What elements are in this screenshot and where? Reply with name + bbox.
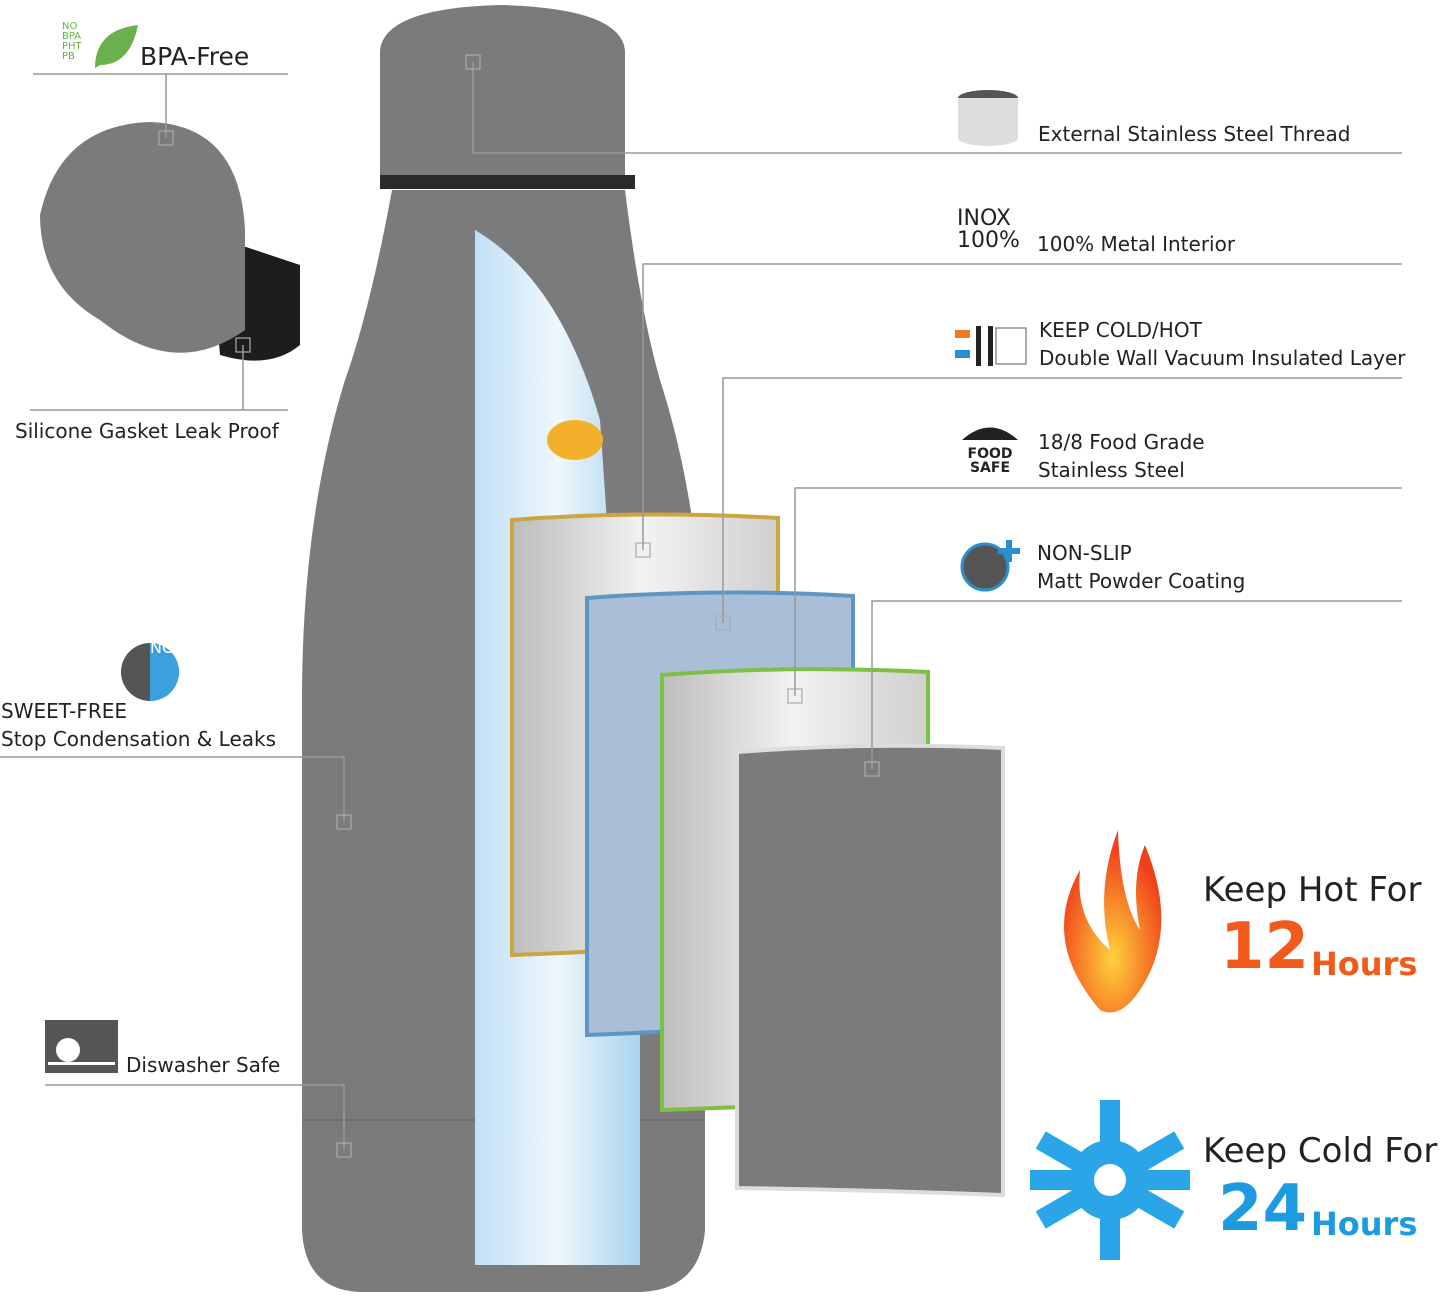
bottle-cap: [380, 5, 625, 175]
keep-cold-unit: Hours: [1311, 1205, 1418, 1243]
feature-sweat-free-title: SWEET-FREE: [1, 699, 128, 723]
feature-metal-interior: 100% Metal Interior: [1037, 232, 1236, 256]
feature-non-slip-desc: Matt Powder Coating: [1037, 569, 1246, 593]
feature-food-grade-desc: Stainless Steel: [1038, 458, 1185, 482]
inox-logo-text: INOX 100%: [957, 206, 1020, 253]
feature-bpa-free: BPA-Free: [140, 42, 250, 71]
feature-sweat-free-desc: Stop Condensation & Leaks: [1, 727, 277, 751]
feature-silicone-gasket: Silicone Gasket Leak Proof: [15, 419, 279, 443]
feature-insulation-desc: Double Wall Vacuum Insulated Layer: [1039, 346, 1406, 370]
no-sweat-drop-icon: [121, 643, 179, 701]
flame-icon: [1064, 830, 1162, 1013]
marker-icons: [158, 54, 880, 1158]
leader-lines: [0, 62, 1402, 1150]
feature-non-slip-title: NON-SLIP: [1037, 541, 1132, 565]
food-safe-logo-text: FOOD SAFE: [967, 446, 1013, 476]
layer-coating: [735, 743, 1005, 1198]
feature-insulation-title: KEEP COLD/HOT: [1039, 318, 1202, 342]
snowflake-icon: [1030, 1100, 1190, 1260]
gasket-lid: [40, 122, 300, 361]
keep-hot-label: Keep Hot For: [1203, 870, 1422, 910]
keep-hot-unit: Hours: [1311, 945, 1418, 983]
feature-food-grade-title: 18/8 Food Grade: [1038, 430, 1205, 454]
feature-thread: External Stainless Steel Thread: [1038, 122, 1351, 146]
non-slip-icon: [960, 540, 1020, 592]
insulation-icon: [955, 326, 1027, 366]
dishwasher-icon: [45, 1020, 118, 1073]
keep-cold-value: 24: [1218, 1172, 1308, 1246]
leaf-icon: [95, 25, 138, 68]
keep-hot-value: 12: [1220, 910, 1310, 984]
no-sweat-logo-text: NO: [150, 638, 175, 657]
thread-icon: [958, 90, 1018, 146]
keep-cold-label: Keep Cold For: [1203, 1131, 1438, 1171]
feature-dishwasher: Diswasher Safe: [126, 1053, 281, 1077]
bpa-logo-text: NO BPA PHT PB: [62, 21, 82, 62]
food-safe-apple-icon: [962, 427, 1018, 440]
